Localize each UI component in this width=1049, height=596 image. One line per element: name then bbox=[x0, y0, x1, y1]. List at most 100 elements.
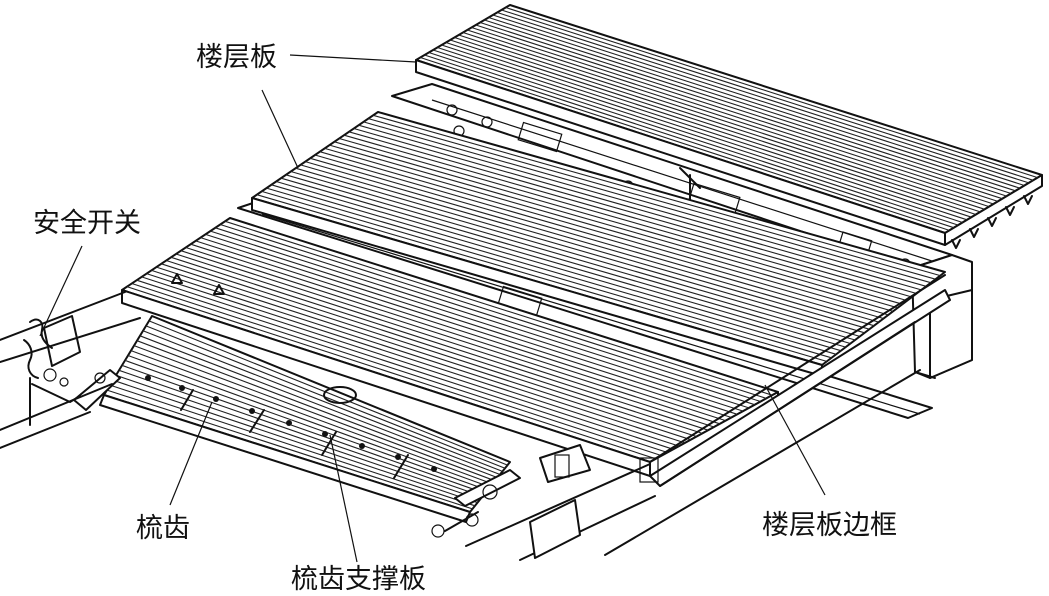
groove-line bbox=[450, 39, 981, 213]
groove-line bbox=[131, 282, 662, 457]
groove-line bbox=[462, 31, 994, 205]
groove-line bbox=[161, 263, 697, 438]
groove-line bbox=[432, 49, 963, 224]
comb-plate-assembly bbox=[73, 315, 521, 538]
middle-floor-plate bbox=[251, 111, 946, 377]
groove-line bbox=[124, 359, 488, 491]
groove-line bbox=[428, 51, 959, 226]
groove-line bbox=[454, 36, 985, 210]
groove-line bbox=[329, 144, 898, 309]
groove-line bbox=[437, 46, 968, 221]
groove-line bbox=[130, 350, 493, 485]
groove-line bbox=[139, 335, 501, 476]
groove-line bbox=[170, 256, 709, 431]
groove-line bbox=[445, 41, 977, 216]
groove-line bbox=[343, 134, 913, 298]
plate-edge-tooth bbox=[951, 239, 961, 249]
label-comb: 梳齿 bbox=[136, 513, 190, 544]
groove-line bbox=[276, 180, 846, 348]
groove-line bbox=[180, 250, 720, 425]
label-comb-support-plate: 梳齿支撑板 bbox=[291, 564, 426, 595]
groove-line bbox=[280, 177, 851, 345]
groove-line bbox=[185, 246, 726, 422]
groove-line bbox=[300, 164, 870, 330]
groove-line bbox=[424, 54, 954, 229]
groove-line bbox=[156, 266, 691, 441]
groove-line bbox=[190, 243, 732, 419]
leader-safety-switch bbox=[39, 245, 83, 337]
groove-line bbox=[475, 24, 1007, 197]
groove-line bbox=[348, 131, 917, 295]
groove-line bbox=[492, 14, 1025, 187]
groove-line bbox=[256, 194, 827, 362]
groove-line bbox=[484, 19, 1016, 192]
groove-line bbox=[368, 118, 936, 280]
leader-floor-plate-mid bbox=[261, 89, 299, 169]
groove-line bbox=[136, 279, 668, 454]
groove-line bbox=[314, 154, 884, 320]
groove-line bbox=[319, 151, 889, 316]
groove-line bbox=[420, 56, 950, 231]
groove-line bbox=[200, 237, 744, 412]
groove-line bbox=[266, 187, 837, 355]
groove-line bbox=[215, 227, 761, 403]
plate-edge-tooth bbox=[1023, 195, 1033, 205]
groove-line bbox=[310, 157, 879, 323]
leader-floor-plate-top bbox=[289, 54, 417, 63]
escalator-truss-lines bbox=[0, 291, 921, 561]
groove-line bbox=[109, 384, 476, 507]
back-floor-plate bbox=[415, 4, 1043, 249]
groove-line bbox=[467, 29, 999, 202]
groove-line bbox=[142, 330, 503, 472]
plate-edge-tooth bbox=[987, 217, 997, 227]
plate-edge-tooth bbox=[969, 228, 979, 238]
leader-comb-support-plate bbox=[329, 434, 358, 563]
groove-line bbox=[471, 26, 1003, 200]
groove-line bbox=[224, 220, 773, 396]
groove-line bbox=[175, 253, 715, 428]
groove-line bbox=[136, 340, 498, 479]
groove-line bbox=[127, 354, 491, 488]
label-floor-plate: 楼层板 bbox=[196, 42, 277, 73]
groove-line bbox=[441, 44, 972, 218]
groove-line bbox=[339, 137, 908, 302]
groove-line bbox=[118, 369, 483, 497]
label-safety-switch: 安全开关 bbox=[33, 208, 141, 239]
groove-line bbox=[363, 121, 931, 284]
groove-line bbox=[305, 161, 875, 327]
groove-line bbox=[146, 273, 680, 447]
groove-line bbox=[261, 190, 832, 359]
groove-line bbox=[115, 374, 481, 501]
groove-line bbox=[285, 174, 856, 341]
groove-line bbox=[271, 184, 842, 352]
groove-line bbox=[334, 141, 903, 305]
groove-line bbox=[166, 259, 703, 434]
groove-line bbox=[295, 167, 865, 334]
groove-line bbox=[148, 320, 508, 466]
leader-floor-plate-frame bbox=[764, 384, 826, 496]
groove-line bbox=[479, 21, 1012, 195]
groove-line bbox=[324, 147, 894, 312]
groove-line bbox=[501, 9, 1034, 181]
groove-line bbox=[220, 223, 767, 399]
groove-line bbox=[205, 233, 750, 409]
groove-line bbox=[505, 6, 1038, 179]
groove-line bbox=[373, 114, 941, 277]
groove-line bbox=[358, 124, 927, 287]
plate-edge-tooth bbox=[1005, 206, 1015, 216]
groove-line bbox=[151, 269, 686, 444]
groove-line bbox=[488, 16, 1021, 189]
groove-line bbox=[210, 230, 755, 406]
leader-comb bbox=[169, 401, 213, 506]
floor-plate-frame-rail bbox=[639, 274, 951, 487]
groove-line bbox=[141, 276, 674, 450]
groove-line bbox=[497, 11, 1029, 184]
groove-line bbox=[106, 389, 473, 510]
groove-line bbox=[133, 345, 496, 482]
groove-line bbox=[458, 34, 990, 208]
groove-line bbox=[353, 127, 922, 291]
groove-line bbox=[112, 379, 478, 504]
groove-line bbox=[126, 286, 656, 460]
leader-lines bbox=[39, 54, 826, 563]
